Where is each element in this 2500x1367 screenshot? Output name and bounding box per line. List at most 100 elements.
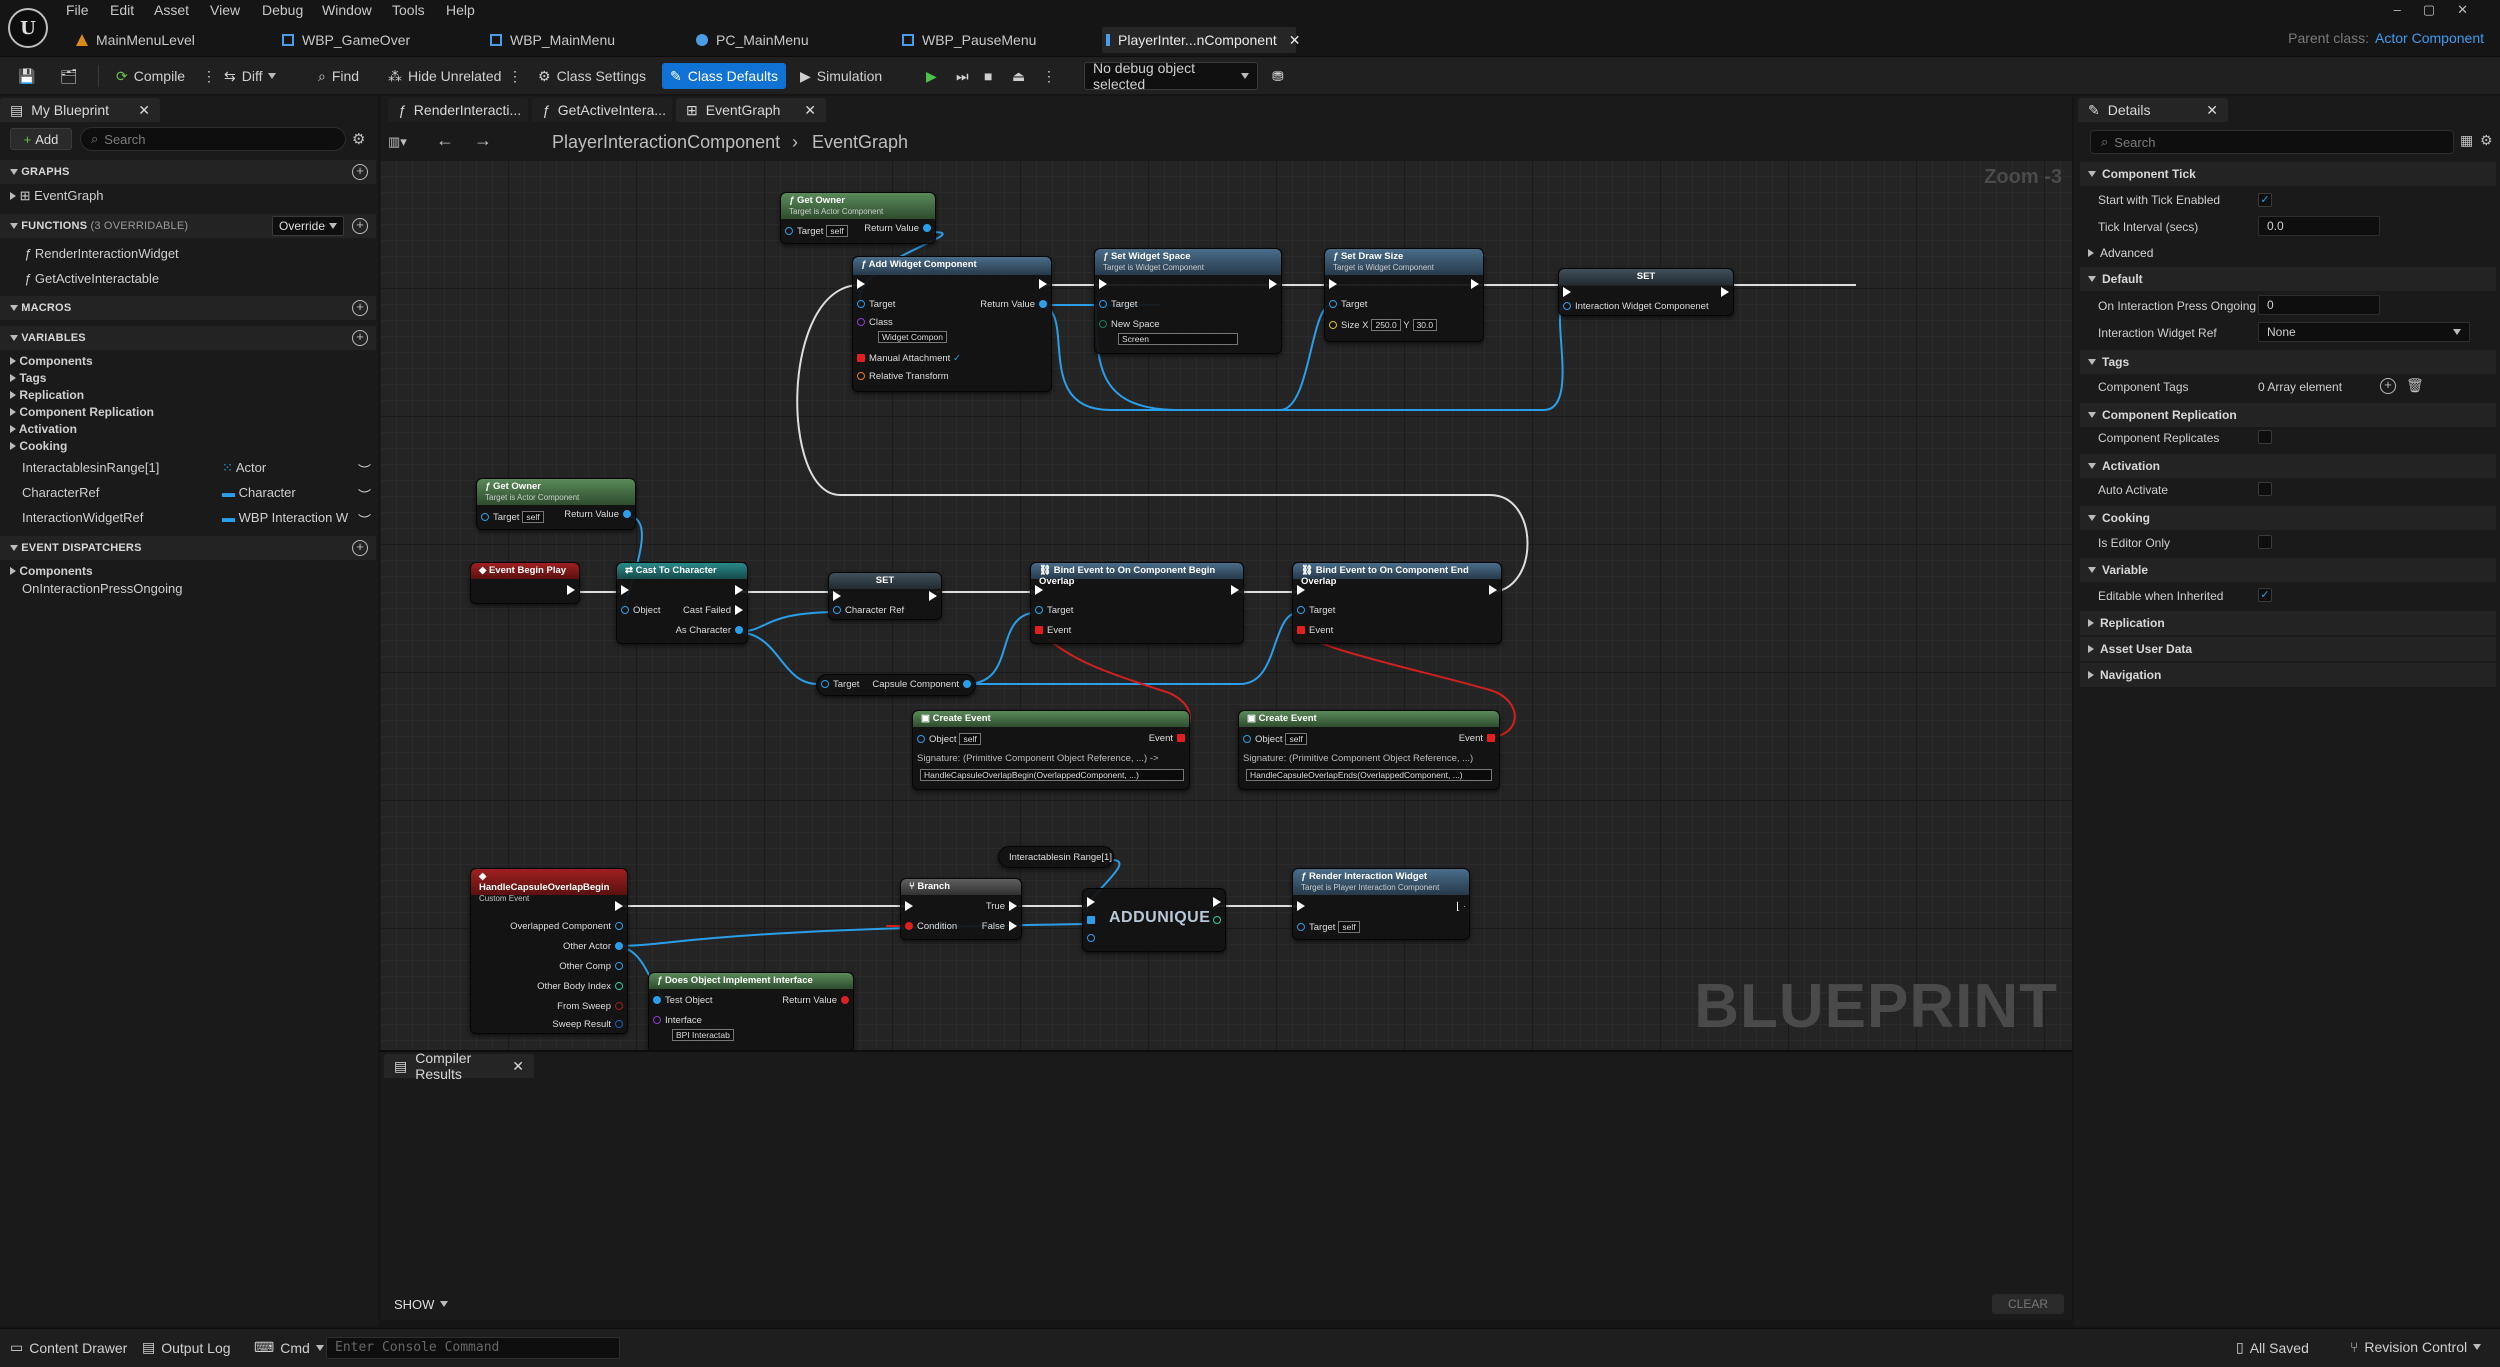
add-variable-icon[interactable]: +	[352, 330, 368, 346]
input-pin[interactable]	[1243, 735, 1251, 744]
variable-group-cooking[interactable]: Cooking	[10, 439, 67, 453]
output-log-button[interactable]: ▤Output Log	[142, 1339, 231, 1356]
details-section-variable[interactable]: Variable	[2080, 558, 2496, 582]
tick-interval-field[interactable]: 0.0	[2258, 216, 2380, 236]
tab-wbp-main-menu[interactable]: WBP_MainMenu	[486, 27, 676, 53]
add-macro-icon[interactable]: +	[352, 300, 368, 316]
node-event-begin-play[interactable]: ◆ Event Begin Play	[470, 562, 580, 604]
delegate-pin[interactable]	[1035, 626, 1043, 635]
input-pin[interactable]	[1035, 606, 1043, 615]
menu-view[interactable]: View	[210, 2, 241, 18]
details-search-input[interactable]: ⌕Search	[2090, 130, 2454, 154]
output-pin[interactable]	[615, 942, 623, 951]
add-array-element-icon[interactable]: +	[2380, 378, 2396, 394]
exec-in-pin[interactable]	[621, 585, 629, 596]
graph-menu-icon[interactable]: ▥▾	[388, 134, 407, 149]
editable-when-inherited-checkbox[interactable]: ✓	[2258, 588, 2272, 602]
node-set-character-ref[interactable]: SET Character Ref	[828, 572, 942, 620]
input-pin[interactable]	[1099, 300, 1107, 309]
parent-class-link[interactable]: Actor Component	[2375, 30, 2484, 46]
variable-item[interactable]: InteractablesinRange[1]⁙ Actor︶	[22, 460, 372, 478]
console-command-input[interactable]: Enter Console Command	[326, 1337, 620, 1359]
gear-icon[interactable]: ⚙	[2480, 132, 2493, 148]
more-options-icon[interactable]: ⋮	[508, 67, 522, 84]
exec-out-pin[interactable]	[567, 585, 575, 596]
exec-in-pin[interactable]	[1087, 897, 1095, 908]
visibility-icon[interactable]: ︶	[358, 463, 372, 478]
add-dispatcher-icon[interactable]: +	[352, 540, 368, 556]
variable-group-tags[interactable]: Tags	[10, 371, 46, 385]
variable-item[interactable]: InteractionWidgetRef▬ WBP Interaction W︶	[22, 510, 372, 528]
output-pin[interactable]	[615, 1002, 623, 1011]
play-options-icon[interactable]: ⋮	[1042, 67, 1056, 84]
exec-in-pin[interactable]	[1563, 287, 1571, 298]
trash-icon[interactable]: 🗑	[2406, 377, 2424, 393]
play-icon[interactable]: ▶	[926, 67, 937, 84]
exec-out-pin[interactable]	[1039, 279, 1047, 290]
save-icon[interactable]: 💾	[18, 67, 36, 84]
debug-object-select[interactable]: No debug object selected	[1084, 60, 1258, 92]
node-does-implement-interface[interactable]: ƒ Does Object Implement Interface Test O…	[648, 972, 854, 1050]
exec-in-pin[interactable]	[857, 279, 865, 290]
input-pin[interactable]	[785, 227, 793, 236]
output-pin[interactable]	[963, 680, 971, 689]
node-cast-to-character[interactable]: ⇄ Cast To Character Object Cast Failed A…	[616, 562, 748, 644]
details-section-tags[interactable]: Tags	[2080, 350, 2496, 374]
details-section-component-tick[interactable]: Component Tick	[2080, 162, 2496, 186]
input-pin[interactable]	[1087, 934, 1095, 943]
details-section-navigation[interactable]: Navigation	[2080, 663, 2496, 687]
details-section-asset-user-data[interactable]: Asset User Data	[2080, 637, 2496, 661]
function-item-get-active-interactable[interactable]: ƒ GetActiveInteractable	[24, 271, 160, 286]
input-pin[interactable]	[621, 606, 629, 615]
variable-group-components[interactable]: Components	[10, 354, 93, 368]
visibility-icon[interactable]: ︶	[358, 488, 372, 503]
browse-icon[interactable]: 🗂	[60, 67, 78, 84]
input-pin[interactable]	[821, 680, 829, 689]
variable-group-component-replication[interactable]: Component Replication	[10, 405, 154, 419]
variable-group-activation[interactable]: Activation	[10, 422, 77, 436]
node-capsule-component[interactable]: Target Capsule Component	[816, 674, 976, 696]
add-graph-icon[interactable]: +	[352, 164, 368, 180]
menu-window[interactable]: Window	[322, 2, 372, 18]
advance-frame-icon[interactable]: ⏭	[956, 67, 969, 84]
stop-icon[interactable]: ■	[984, 68, 993, 84]
close-panel-icon[interactable]: ✕	[512, 1057, 524, 1074]
exec-out-pin[interactable]	[735, 585, 743, 596]
input-pin[interactable]	[481, 513, 489, 522]
input-pin[interactable]	[1297, 606, 1305, 615]
graph-canvas[interactable]: Zoom -3 BLUEPRINT	[380, 160, 2072, 1050]
breadcrumb-root[interactable]: PlayerInteractionComponent	[552, 132, 781, 152]
graphs-section-header[interactable]: GRAPHS	[0, 160, 376, 184]
close-panel-icon[interactable]: ✕	[2206, 101, 2218, 118]
forward-arrow-icon[interactable]: →	[474, 130, 492, 150]
output-pin[interactable]	[923, 224, 931, 233]
dispatcher-item-on-interaction-press-ongoing[interactable]: OnInteractionPressOngoing	[22, 581, 183, 596]
vector-pin[interactable]	[1329, 321, 1337, 330]
exec-in-pin[interactable]	[1297, 901, 1305, 912]
exec-in-pin[interactable]	[1329, 279, 1337, 290]
exec-in-pin[interactable]	[1035, 585, 1043, 596]
class-settings-button[interactable]: ⚙Class Settings	[538, 67, 647, 85]
exec-out-pin[interactable]	[1721, 287, 1729, 298]
event-dispatchers-section-header[interactable]: EVENT DISPATCHERS	[0, 536, 376, 560]
output-pin[interactable]	[615, 1020, 623, 1029]
input-pin[interactable]	[1563, 302, 1571, 311]
exec-out-pin[interactable]	[929, 591, 937, 602]
override-select[interactable]: Override	[272, 216, 344, 236]
node-add-widget-component[interactable]: ƒ Add Widget Component Target Return Val…	[852, 256, 1052, 392]
exec-out-pin[interactable]	[735, 605, 743, 616]
revision-control-button[interactable]: ⑂Revision Control	[2350, 1339, 2482, 1355]
input-pin[interactable]	[653, 996, 661, 1005]
tab-pc-main-menu[interactable]: PC_MainMenu	[692, 27, 882, 53]
tab-wbp-game-over[interactable]: WBP_GameOver	[278, 27, 468, 53]
bool-pin[interactable]	[841, 996, 849, 1005]
details-section-component-replication[interactable]: Component Replication	[2080, 403, 2496, 427]
diff-button[interactable]: ⇆Diff	[216, 63, 284, 89]
input-pin[interactable]	[917, 735, 925, 744]
